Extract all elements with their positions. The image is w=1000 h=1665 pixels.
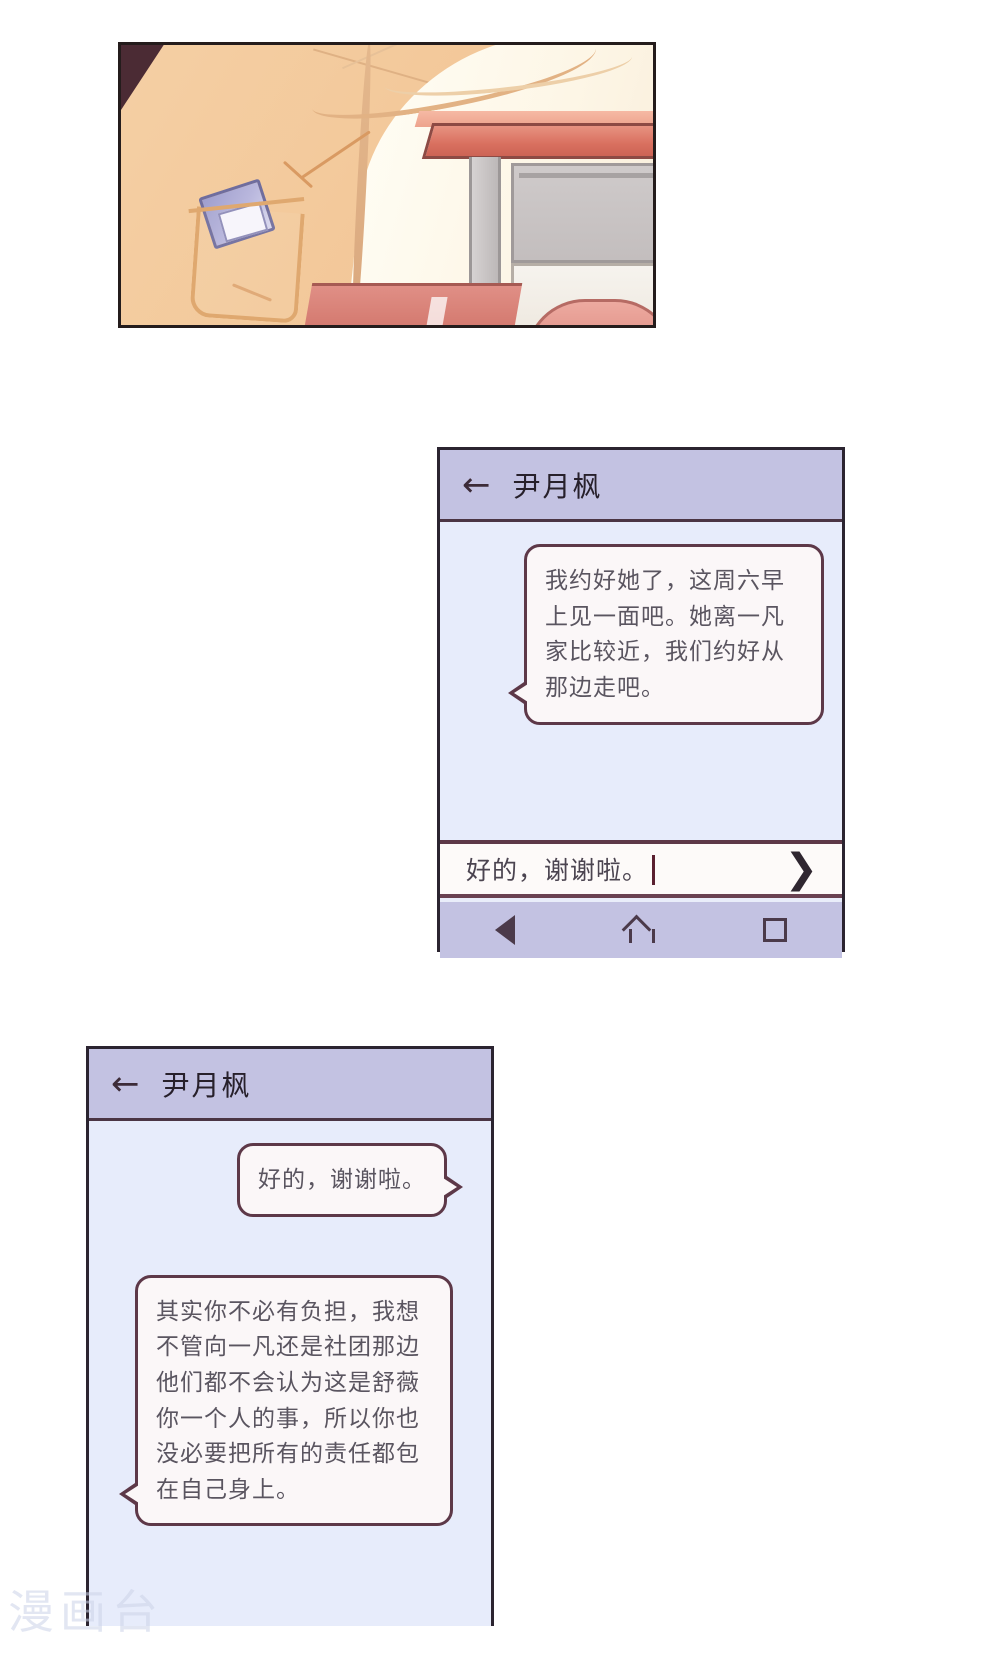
message-bubble-incoming: 其实你不必有负担，我想不管向一凡还是社团那边他们都不会认为这是舒薇你一个人的事，… [119, 1274, 453, 1527]
site-watermark: 漫画台 [8, 1586, 164, 1638]
message-row: 我约好她了，这周六早上见一面吧。她离一凡家比较近，我们约好从那边走吧。 [458, 544, 824, 725]
chat-message-list-2: 好的，谢谢啦。 其实你不必有负担，我想不管向一凡还是社团那边他们都不会认为这是舒… [89, 1121, 491, 1626]
message-row: 其实你不必有负担，我想不管向一凡还是社团那边他们都不会认为这是舒薇你一个人的事，… [107, 1274, 473, 1527]
art-pocket [189, 206, 305, 324]
message-bubble-outgoing: 好的，谢谢啦。 [237, 1143, 463, 1217]
send-button[interactable]: ❯ [784, 846, 818, 892]
back-arrow-icon[interactable]: ← [462, 464, 491, 505]
chat-contact-name: 尹月枫 [512, 470, 603, 502]
phone-chat-screenshot-1: ← 尹月枫 我约好她了，这周六早上见一面吧。她离一凡家比较近，我们约好从那边走吧… [437, 447, 845, 958]
art-drawer [511, 163, 653, 263]
phone-chat-screenshot-2: ← 尹月枫 好的，谢谢啦。 其实你不必有负担，我想不管向一凡还是社团那边他们都不… [86, 1046, 494, 1626]
back-arrow-icon[interactable]: ← [111, 1063, 140, 1104]
message-input-value: 好的，谢谢啦。 [466, 856, 649, 885]
message-bubble-incoming: 我约好她了，这周六早上见一面吧。她离一凡家比较近，我们约好从那边走吧。 [508, 544, 824, 725]
message-input-field[interactable]: 好的，谢谢啦。 [466, 851, 784, 887]
nav-back-icon[interactable] [495, 915, 516, 945]
art-table-top [421, 123, 653, 159]
comic-art-panel [118, 42, 656, 328]
art-corner-shadow [121, 45, 165, 113]
nav-home-icon[interactable] [626, 917, 655, 943]
message-row: 好的，谢谢啦。 [107, 1143, 473, 1217]
chat-header: ← 尹月枫 [89, 1049, 491, 1121]
android-nav-bar [440, 902, 842, 958]
nav-recents-icon[interactable] [762, 918, 787, 942]
art-pink-fabric [301, 283, 523, 325]
chat-message-list-1: 我约好她了，这周六早上见一面吧。她离一凡家比较近，我们约好从那边走吧。 [440, 522, 842, 840]
chat-contact-name: 尹月枫 [161, 1069, 252, 1101]
message-input-bar[interactable]: 好的，谢谢啦。 ❯ [440, 840, 842, 898]
text-caret [652, 855, 656, 886]
art-drawer-line [519, 173, 653, 178]
chat-header: ← 尹月枫 [440, 450, 842, 522]
